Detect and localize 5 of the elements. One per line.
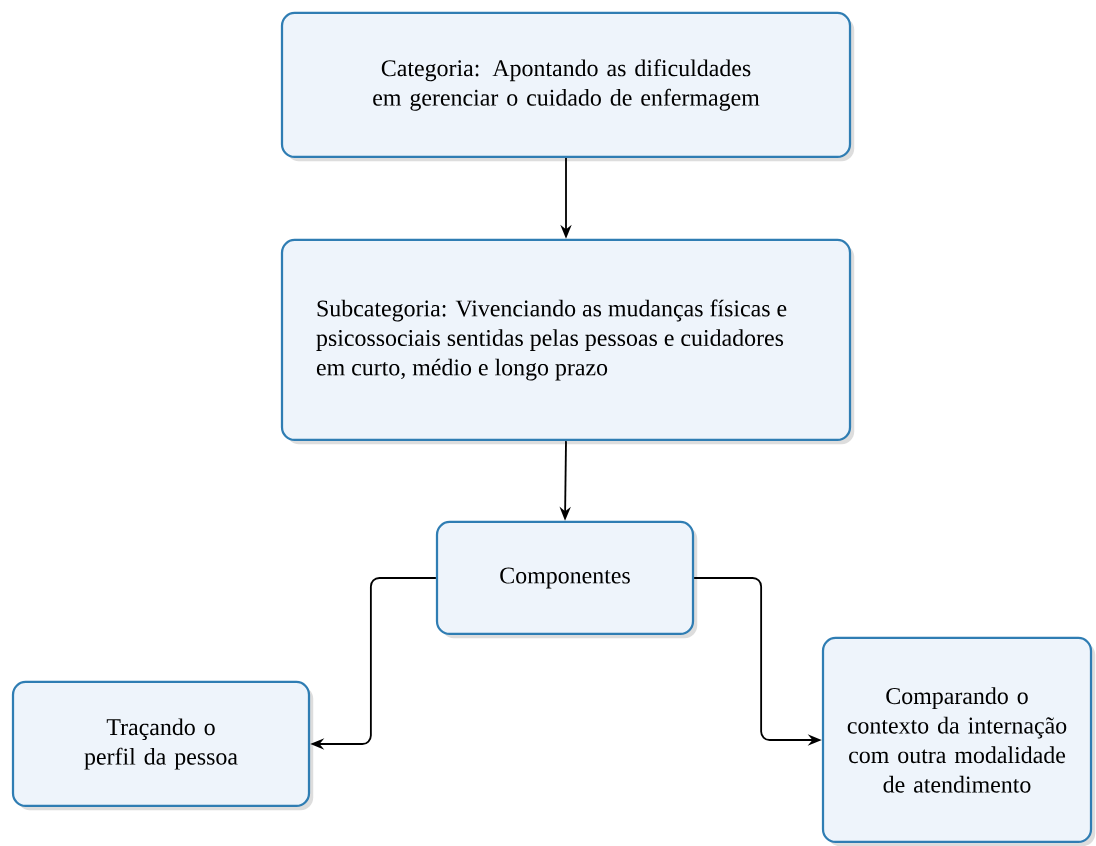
process-box: Categoria: Apontando as dificuldades em gerenciar o cuidado de enfermagem [280, 11, 855, 162]
process-box: Comparando o contexto da internação com outra modalidade de atendimento [821, 636, 1096, 846]
process-box: Componentes [435, 520, 698, 639]
process-box: Subcategoria: Vivenciando as mudanças físicas e psicossociais sentidas pelas pessoas e cuidadores em curto, médio e longo prazo [280, 238, 855, 445]
process-box: Traçando o perfil da pessoa [11, 680, 314, 811]
